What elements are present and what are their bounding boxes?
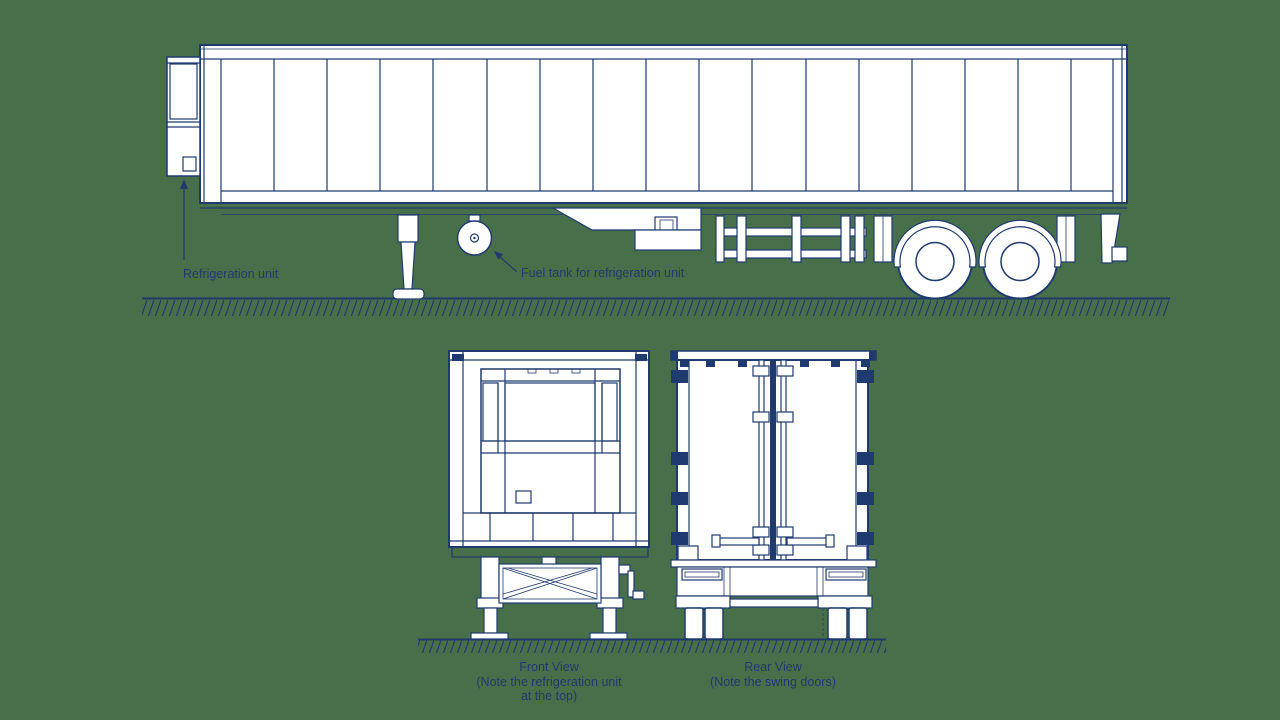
rear-wheels	[684, 607, 868, 640]
rear-wall-band	[1112, 45, 1123, 203]
right-foot-plate	[589, 632, 628, 640]
skirt-bracket	[654, 216, 678, 231]
side-view: Refrigeration unit Fuel tank for refrige…	[142, 44, 1170, 316]
front-wall-band	[203, 45, 222, 203]
arrow-up-icon	[180, 179, 188, 189]
lock-handle-right	[786, 534, 835, 548]
roof-fasteners	[680, 361, 870, 367]
ground-hatch-side	[142, 300, 1170, 316]
tail-light-right	[825, 568, 867, 581]
fuel-tank	[456, 214, 493, 256]
trailer-body	[199, 44, 1128, 215]
rear-view-caption-line2: (Note the swing doors)	[710, 675, 836, 689]
front-view-caption-line3: at the top)	[521, 689, 577, 703]
unit-badge	[515, 490, 532, 504]
corner-bracket-right	[635, 354, 647, 361]
fuel-tank-label: Fuel tank for refrigeration unit	[521, 266, 685, 280]
left-foot-plate	[470, 632, 509, 640]
side-skirt	[550, 207, 702, 231]
toolbox	[634, 229, 702, 251]
front-view-caption-line2: (Note the refrigeration unit	[476, 675, 622, 689]
rear-bumper	[675, 595, 873, 609]
fender-front	[893, 219, 977, 268]
corner-step-left	[677, 545, 699, 561]
landing-gear-foot	[392, 288, 425, 300]
fuel-cap-panel	[182, 156, 197, 172]
refrigeration-unit-label: Refrigeration unit	[183, 267, 279, 281]
rear-view-caption-line1: Rear View	[744, 660, 802, 674]
spring-hanger-rear	[1056, 215, 1076, 263]
rear-floor-rail	[670, 559, 877, 568]
corner-step-right	[846, 545, 868, 561]
hinges-right	[857, 370, 874, 545]
ground-hatch-bottom	[418, 640, 886, 653]
tail-light-left	[681, 568, 723, 581]
crank-handle	[618, 564, 645, 600]
hinges-left	[671, 370, 688, 545]
cross-brace	[498, 563, 602, 604]
refrigeration-grille-side	[169, 63, 198, 120]
bogie-frame	[715, 215, 867, 263]
landing-gear-side	[392, 214, 425, 300]
front-view-caption-line1: Front View	[519, 660, 579, 674]
rear-top-rail	[670, 350, 877, 361]
spring-hanger-front	[873, 215, 893, 263]
front-view: Front View (Note the refrigeration unit …	[448, 350, 650, 703]
rear-mudflap	[1100, 213, 1128, 264]
rear-view: Rear View (Note the swing doors)	[670, 350, 877, 689]
door-gap	[770, 360, 776, 560]
rear-frame-body	[676, 566, 869, 597]
lock-handle-left	[711, 534, 760, 548]
landing-gear-left	[470, 556, 509, 640]
corner-bracket-left	[452, 354, 464, 361]
front-face-panels	[489, 513, 614, 541]
side-panel-ribs	[273, 59, 1072, 191]
fuel-tank-arrow	[499, 256, 518, 273]
refrigeration-unit-front	[480, 368, 621, 514]
front-bumper-strip	[451, 546, 649, 558]
refrigeration-unit-callout: Refrigeration unit	[180, 179, 279, 281]
fuel-tank-callout: Fuel tank for refrigeration unit	[494, 251, 685, 280]
refrigeration-unit-side	[166, 56, 201, 177]
arrow-up-left-icon	[494, 251, 504, 260]
fender-rear	[978, 219, 1062, 268]
